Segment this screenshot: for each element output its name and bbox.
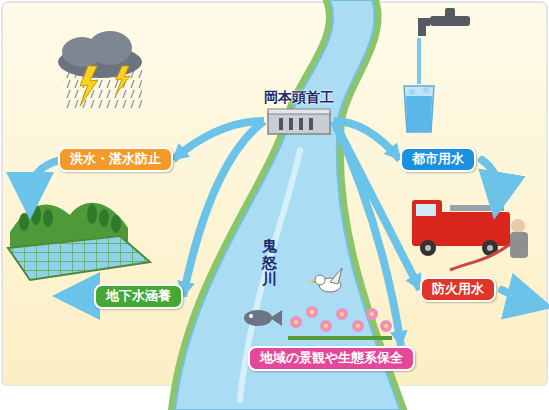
- label-text: 洪水・湛水防止: [70, 151, 161, 166]
- fire-truck: [412, 200, 528, 270]
- weir-name: 岡本頭首工: [264, 88, 334, 106]
- rice-field: [8, 203, 150, 280]
- ecology-label: 地域の景観や生態系保全: [248, 346, 415, 371]
- bird: [310, 268, 342, 292]
- fish: [244, 310, 282, 326]
- label-text: 防火用水: [432, 281, 484, 296]
- label-text: 地下水涵養: [106, 288, 171, 303]
- flood-label: 洪水・湛水防止: [58, 147, 173, 172]
- label-text: 都市用水: [412, 151, 464, 166]
- urban-water-label: 都市用水: [400, 147, 476, 172]
- rain-cloud: [58, 31, 142, 110]
- weir-structure: [267, 108, 331, 136]
- arrow-stub: [30, 160, 530, 302]
- faucet-glass: [404, 8, 470, 132]
- weir-node: 岡本頭首工: [264, 88, 334, 136]
- label-text: 地域の景観や生態系保全: [260, 350, 403, 365]
- river-name: 鬼怒川: [262, 238, 277, 288]
- flow-arrow: [334, 121, 401, 346]
- flowers: [288, 306, 392, 338]
- flow-arrow: [173, 121, 264, 160]
- fire-water-label: 防火用水: [420, 277, 496, 302]
- flow-arrow: [183, 121, 264, 297]
- groundwater-label: 地下水涵養: [94, 284, 183, 309]
